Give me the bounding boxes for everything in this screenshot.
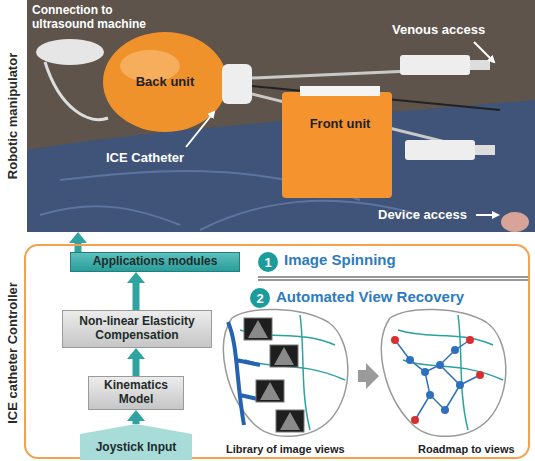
heart-library (223, 309, 347, 436)
ultrasound-thumbnail (248, 320, 268, 338)
ultrasound-thumbnail (276, 410, 304, 432)
heart-library (223, 309, 347, 436)
robot-photo (27, 0, 535, 232)
arrowhead (127, 348, 145, 359)
ultrasound-thumbnail (260, 382, 280, 400)
double-rule (258, 277, 530, 280)
grey-arrow (358, 363, 379, 389)
venous-connectors (400, 55, 495, 160)
photo-label: ICE Catheter (106, 150, 184, 166)
figure-caption: Roadmap to views (418, 443, 515, 456)
process-box: Non-linear Elasticity Compensation (62, 310, 212, 348)
controller-panel: ICE catheter Controller Applications modu… (0, 244, 535, 461)
unit-label-box: Back unit (125, 70, 205, 92)
back-unit-shape (103, 32, 252, 132)
flow-arrow (127, 348, 145, 376)
roadmap-node (441, 406, 449, 414)
roadmap-node (421, 368, 429, 376)
node-text: Applications modules (93, 255, 218, 269)
heart-roadmap (381, 309, 505, 436)
back-unit-shape (222, 64, 252, 104)
panel-border (24, 244, 530, 459)
leader-arrows (476, 214, 498, 216)
roadmap-node (436, 361, 444, 369)
unit-label-box: Front unit (298, 112, 382, 134)
ultrasound-thumbnail (256, 380, 284, 402)
node-text: Kinematics Model (93, 379, 179, 407)
ultrasound-thumbnail (270, 345, 298, 367)
flow-arrow (69, 232, 87, 252)
grey-arrow (358, 363, 379, 389)
back-unit-shape (103, 32, 227, 132)
callout-number: 1 (258, 252, 278, 272)
robot-photo (27, 0, 535, 232)
process-box: Kinematics Model (88, 376, 184, 410)
roadmap-node (426, 391, 434, 399)
double-rule (258, 279, 530, 280)
ultrasound-connector (36, 39, 108, 120)
arrowhead (127, 272, 145, 283)
photo-label: Connection to ultrasound machine (32, 3, 157, 32)
ultrasound-thumbnail (244, 318, 272, 340)
heart-roadmap (395, 340, 480, 420)
leader-arrows (186, 42, 498, 215)
roadmap-node (466, 336, 474, 344)
leader-arrows (474, 42, 494, 62)
roadmap-node (476, 371, 484, 379)
roadmap-node (456, 381, 464, 389)
venous-connectors (405, 140, 475, 160)
front-unit-shape (282, 86, 392, 198)
ultrasound-thumbnail (280, 412, 300, 430)
photo-label: Device access (378, 207, 467, 223)
module-title: Image Spinning (284, 251, 396, 269)
flow-arrow (127, 410, 145, 424)
device-access-site (501, 212, 529, 232)
roadmap-node (406, 356, 414, 364)
roadmap-node (411, 416, 419, 424)
venous-connectors (470, 60, 490, 70)
flow-line (133, 358, 140, 376)
input-arrow-shape (80, 424, 192, 460)
ultrasound-thumbnail (274, 347, 294, 365)
ultrasound-thumbnail (244, 318, 304, 432)
roadmap-node (391, 336, 399, 344)
ultrasound-connector (36, 39, 104, 65)
node-text: Joystick Input (96, 441, 177, 455)
module-title: Automated View Recovery (276, 288, 464, 306)
callout-number: 1 (264, 256, 271, 269)
arrowhead (127, 410, 145, 421)
device-access-site (501, 212, 529, 232)
node-text: Robotic manipulator (5, 53, 20, 179)
front-unit-shape (282, 92, 392, 198)
node-text: Back unit (136, 74, 195, 89)
figure-caption: Library of image views (226, 443, 345, 456)
heart-roadmap (381, 309, 505, 436)
node-text: ICE catheter Controller (5, 282, 20, 424)
roadmap-node (451, 346, 459, 354)
node-text: Non-linear Elasticity Compensation (67, 315, 207, 343)
leader-arrows (186, 112, 214, 147)
venous-connectors (400, 55, 470, 75)
front-unit-shape (300, 86, 380, 96)
heart-roadmap (398, 315, 503, 430)
module-box: Applications modules (70, 252, 240, 272)
callout-number: 2 (256, 292, 263, 305)
roadmap-node (391, 336, 484, 424)
venous-connectors (475, 145, 495, 155)
double-rule (258, 276, 530, 277)
flow-line (133, 282, 140, 310)
flow-arrow (127, 272, 145, 310)
photo-label: Venous access (392, 22, 485, 38)
arrowhead (69, 232, 87, 243)
node-text: Front unit (310, 116, 371, 131)
ultrasound-connector (45, 62, 108, 120)
input-arrow: Joystick Input (80, 424, 192, 460)
callout-number: 2 (250, 288, 270, 308)
